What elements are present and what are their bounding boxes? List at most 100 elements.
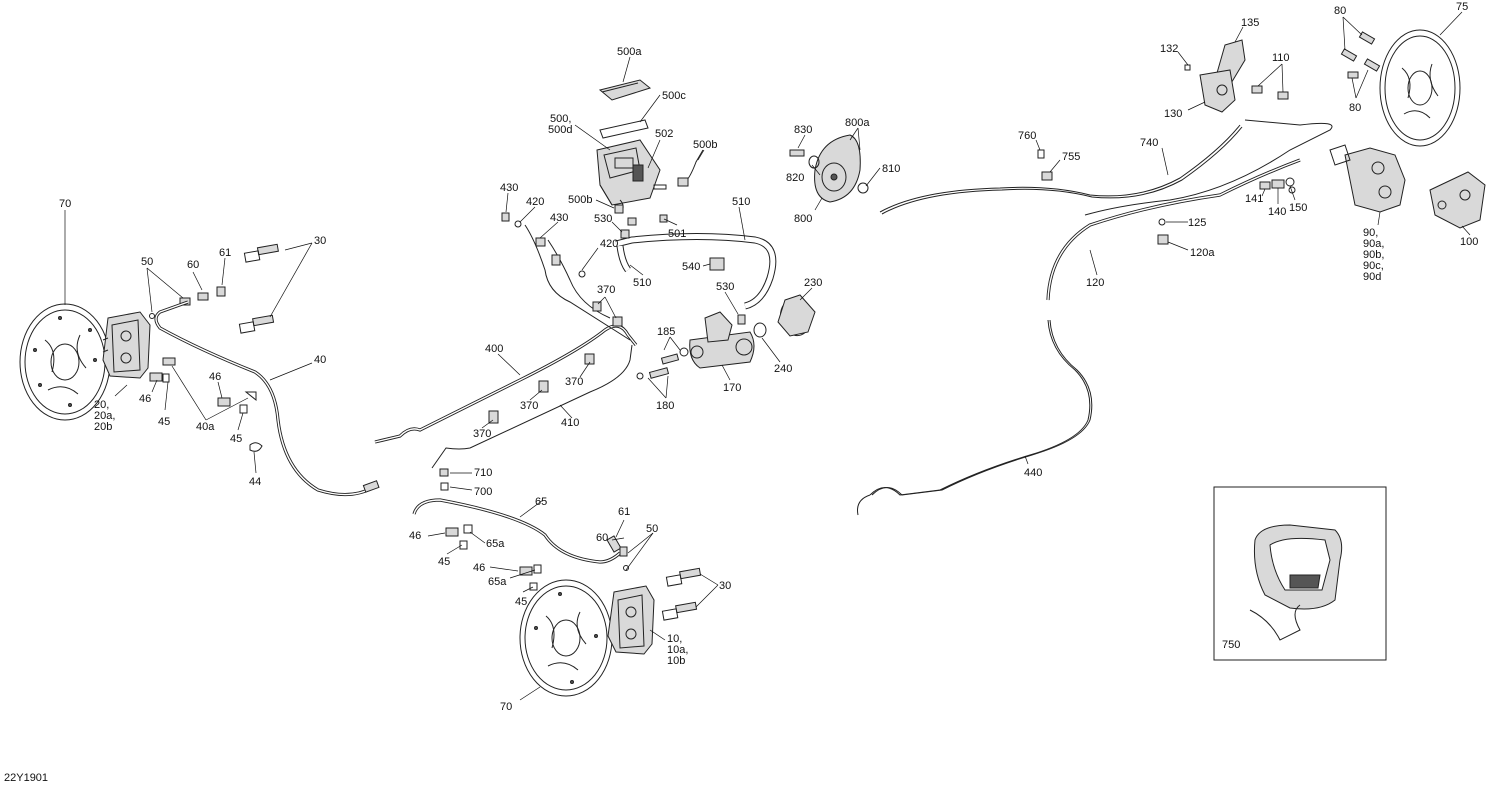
label-400: 400 (485, 343, 503, 355)
label-700: 700 (474, 486, 492, 498)
right-bleeder-fittings (606, 535, 629, 571)
label-90a: 90a, (1363, 238, 1384, 250)
label-501: 501 (668, 228, 686, 240)
right-hose-brackets (445, 524, 542, 591)
label-10b: 10b (667, 655, 685, 667)
rear-brake-caliper (1329, 144, 1406, 213)
label-410: 410 (561, 417, 579, 429)
label-45-b: 45 (230, 433, 242, 445)
label-500a: 500a (617, 46, 642, 58)
rear-caliper-mount (1429, 171, 1486, 229)
label-46-a: 46 (139, 393, 151, 405)
label-530-b: 530 (716, 281, 734, 293)
label-180: 180 (656, 400, 674, 412)
label-170: 170 (723, 382, 741, 394)
label-540: 540 (682, 261, 700, 273)
label-510-a: 510 (732, 196, 750, 208)
label-500: 500, (550, 113, 571, 125)
label-500c: 500c (662, 90, 686, 102)
label-500b-b: 500b (568, 194, 592, 206)
label-370-c: 370 (520, 400, 538, 412)
label-420-a: 420 (526, 196, 544, 208)
label-141: 141 (1245, 193, 1263, 205)
label-80-top: 80 (1334, 5, 1346, 17)
label-710: 710 (474, 467, 492, 479)
brake-pedal-assembly (789, 134, 869, 203)
label-502: 502 (655, 128, 673, 140)
left-brake-caliper (102, 311, 151, 379)
label-830: 830 (794, 124, 812, 136)
label-65a-b: 65a (488, 576, 507, 588)
label-60-left: 60 (187, 259, 199, 271)
label-140: 140 (1268, 206, 1286, 218)
label-70-right: 70 (500, 701, 512, 713)
label-60-right: 60 (596, 532, 608, 544)
label-240: 240 (774, 363, 792, 375)
label-750: 750 (1222, 639, 1240, 651)
label-45-d: 45 (515, 596, 527, 608)
label-130: 130 (1164, 108, 1182, 120)
left-hose-brackets (149, 357, 263, 452)
label-50-right: 50 (646, 523, 658, 535)
label-185: 185 (657, 326, 675, 338)
label-820: 820 (786, 172, 804, 184)
label-61-left: 61 (219, 247, 231, 259)
label-760: 760 (1018, 130, 1036, 142)
left-caliper-bolts (238, 243, 279, 334)
label-90: 90, (1363, 227, 1378, 239)
label-44: 44 (249, 476, 261, 488)
abs-module (596, 79, 661, 206)
label-80-bottom: 80 (1349, 102, 1361, 114)
right-caliper-bolts (661, 567, 702, 621)
hose-junction (439, 468, 449, 491)
label-370-b: 370 (565, 376, 583, 388)
label-125: 125 (1188, 217, 1206, 229)
label-755: 755 (1062, 151, 1080, 163)
label-20: 20, (94, 399, 109, 411)
rear-brake-disc (1379, 29, 1461, 147)
label-135: 135 (1241, 17, 1259, 29)
label-10: 10, (667, 633, 682, 645)
label-50-left: 50 (141, 256, 153, 268)
label-45-a: 45 (158, 416, 170, 428)
label-500b-a: 500b (693, 139, 717, 151)
line-clips (488, 301, 623, 424)
label-65a-a: 65a (486, 538, 505, 550)
label-46-d: 46 (473, 562, 485, 574)
label-150: 150 (1289, 202, 1307, 214)
label-20a: 20a, (94, 410, 115, 422)
label-120a: 120a (1190, 247, 1215, 259)
label-440: 440 (1024, 467, 1042, 479)
label-100: 100 (1460, 236, 1478, 248)
rear-line-fittings (1259, 177, 1296, 194)
drawing-code: 22Y1901 (4, 772, 49, 784)
reservoir-boot (753, 294, 816, 338)
label-90d: 90d (1363, 271, 1381, 283)
label-132: 132 (1160, 43, 1178, 55)
label-90c: 90c, (1363, 260, 1384, 272)
label-65: 65 (535, 496, 547, 508)
part-labels: 70 50 60 61 30 40 46 46 45 40a 45 44 20,… (59, 1, 1478, 713)
label-40a: 40a (196, 421, 215, 433)
label-90b: 90b, (1363, 249, 1384, 261)
right-brake-disc (519, 579, 613, 697)
label-430-a: 430 (500, 182, 518, 194)
label-510-b: 510 (633, 277, 651, 289)
label-61-right: 61 (618, 506, 630, 518)
rear-caliper-bracket (1184, 39, 1246, 113)
label-800a: 800a (845, 117, 870, 129)
label-30-left: 30 (314, 235, 326, 247)
label-40: 40 (314, 354, 326, 366)
label-70-left: 70 (59, 198, 71, 210)
label-45-c: 45 (438, 556, 450, 568)
label-530-a: 530 (594, 213, 612, 225)
label-810: 810 (882, 163, 900, 175)
label-46-b: 46 (209, 371, 221, 383)
label-430-b: 430 (550, 212, 568, 224)
label-800: 800 (794, 213, 812, 225)
master-cylinder-bolts (636, 353, 680, 380)
label-500d: 500d (548, 124, 572, 136)
label-740: 740 (1140, 137, 1158, 149)
